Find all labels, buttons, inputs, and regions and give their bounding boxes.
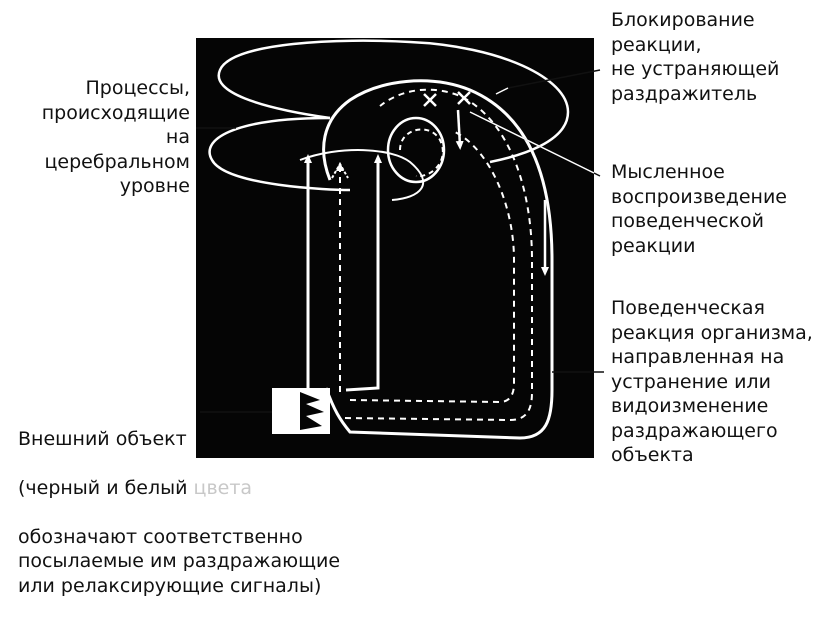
diagram-panel bbox=[196, 38, 594, 458]
label-external-line2: (черный и белый цвета bbox=[18, 476, 348, 501]
label-cerebral: Процессы, происходящие на церебральном у… bbox=[40, 76, 190, 199]
label-external-line2-a: (черный и белый bbox=[18, 477, 194, 499]
label-external-title: Внешний объект bbox=[18, 427, 348, 452]
label-behavioral: Поведенческая реакция организма, направл… bbox=[611, 296, 821, 468]
label-external-line2-b: цвета bbox=[194, 477, 253, 499]
label-external: Внешний объект (черный и белый цвета обо… bbox=[18, 402, 348, 623]
label-blocking: Блокирование реакции, не устраняющей раз… bbox=[611, 8, 816, 106]
label-external-rest: обозначают соответственно посылаемые им … bbox=[18, 525, 348, 599]
label-mental: Мысленное воспроизведение поведенческой … bbox=[611, 160, 816, 258]
